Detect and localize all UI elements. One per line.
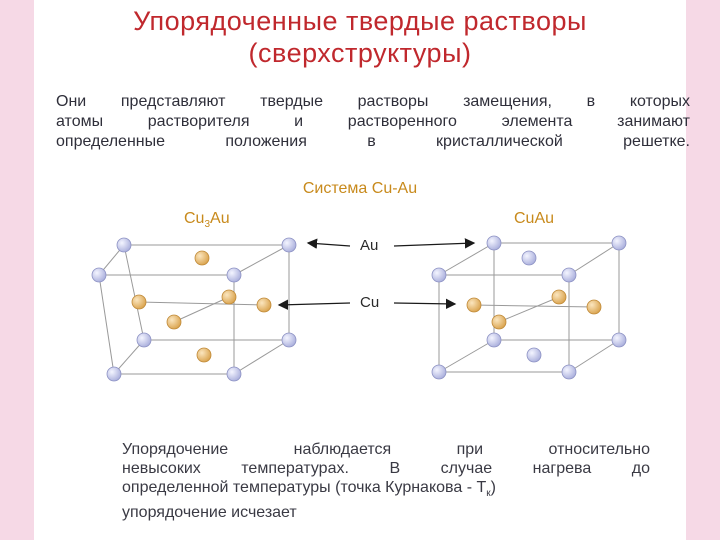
outro-line: упорядочение исчезает [122,504,297,522]
cu-atom [466,297,482,313]
au-atom [226,267,242,283]
legend-cu-label: Cu [360,294,380,311]
cu-arrow-right [393,298,457,310]
outro-paragraph: Упорядочение наблюдается при относительн… [122,440,650,522]
cu-atom [194,250,210,266]
au-atom [526,347,542,363]
au-atom [486,332,502,348]
au-atom [106,366,122,382]
au-atom [431,267,447,283]
au-atom [281,332,297,348]
au-atom [226,366,242,382]
legend-au-label: Au [360,237,379,254]
outro-line: Упорядочение наблюдается при относительн… [122,441,650,458]
slide-subtitle: (сверхструктуры) [248,38,472,68]
outro-line: определенной температуры (точка Курнаков… [122,479,496,500]
cu-atom [131,294,147,310]
au-atom [611,332,627,348]
cu3au-label: Cu3Au [184,210,230,231]
cu-atom [196,347,212,363]
intro-line: Они представляют твердые растворы замеще… [56,93,690,110]
cu3au-atoms [91,237,297,382]
intro-line: атомы растворителя и растворенного элеме… [56,113,690,130]
intro-paragraph: Они представляют твердые растворы замеще… [56,92,690,152]
cu-atom [586,299,602,315]
au-atom [281,237,297,253]
system-title: Система Cu-Au [302,180,418,197]
au-atom [136,332,152,348]
au-arrow-left [306,238,351,249]
cu-atom [491,314,507,330]
au-atom [431,364,447,380]
au-atom [486,235,502,251]
crystal-diagram [91,235,627,382]
intro-line: определенные положения в кристаллической… [56,133,690,150]
cu-atom [551,289,567,305]
au-atom [611,235,627,251]
au-atom [561,267,577,283]
au-atom [521,250,537,266]
au-atom [116,237,132,253]
cuau-atoms [431,235,627,380]
slide: Упорядоченные твердые растворы (сверхстр… [34,0,690,540]
au-atom [91,267,107,283]
slide-title: Упорядоченные твердые растворы [133,6,587,36]
cu-atom [221,289,237,305]
cu-arrow-left [277,299,351,310]
cuau-label: CuAu [514,210,555,227]
au-atom [561,364,577,380]
au-arrow-right [393,238,476,249]
legend-arrows [277,238,476,310]
cuau-cell-edges [438,242,620,373]
outro-line: невысоких температурах. В случае нагрева… [122,460,650,477]
cu-atom [166,314,182,330]
cu-atom [256,297,272,313]
